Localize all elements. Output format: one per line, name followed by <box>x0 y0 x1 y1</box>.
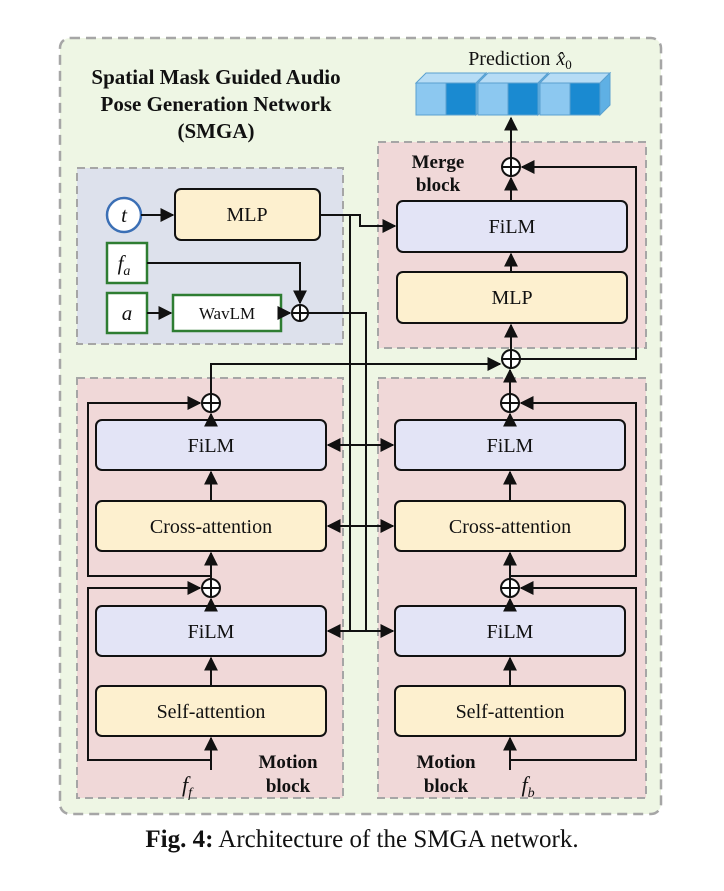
left-film-bottom-label: FiLM <box>188 621 235 643</box>
figure-caption: Fig. 4: Architecture of the SMGA network… <box>0 826 724 854</box>
prediction-output-cubes <box>414 71 612 117</box>
left-self-attention-label: Self-attention <box>157 701 266 723</box>
condition-arrows <box>141 208 307 320</box>
left-film-top-label: FiLM <box>188 435 235 457</box>
right-add-node-bottom <box>500 578 520 598</box>
right-film-top-label: FiLM <box>487 435 534 457</box>
merge-add-node-bottom <box>501 349 521 369</box>
wavlm-label: WavLM <box>199 304 255 323</box>
left-input-ff-label: ff <box>182 772 194 801</box>
audio-a-input-label: a <box>122 301 133 325</box>
timestep-t-label: t <box>121 203 128 227</box>
merge-mlp-label: MLP <box>491 287 532 309</box>
left-add-node-bottom <box>201 578 221 598</box>
right-cross-attention-label: Cross-attention <box>449 516 571 538</box>
left-add-node-top <box>201 393 221 413</box>
condition-add-node <box>291 304 309 322</box>
right-motion-block-label-line2: block <box>424 776 469 797</box>
connection-arrows <box>87 116 637 770</box>
left-cross-attention-label: Cross-attention <box>150 516 272 538</box>
right-motion-block-label-line1: Motion <box>416 752 476 773</box>
fa-input-label: fa <box>118 251 131 279</box>
right-film-bottom-label: FiLM <box>487 621 534 643</box>
left-motion-block-label-line2: block <box>266 776 311 797</box>
right-self-attention-label: Self-attention <box>456 701 565 723</box>
figure-caption-text: Architecture of the SMGA network. <box>213 826 579 853</box>
left-motion-block-label-line1: Motion <box>258 752 318 773</box>
wavlm-box <box>171 293 283 333</box>
merge-block-label-line2: block <box>416 175 461 196</box>
merge-add-node-top <box>501 157 521 177</box>
figure-caption-prefix: Fig. 4: <box>145 826 214 853</box>
merge-film-label: FiLM <box>489 216 536 238</box>
right-input-fb-label: fb <box>521 772 534 801</box>
condition-mlp-label: MLP <box>226 204 267 226</box>
merge-block-label-line1: Merge <box>412 152 465 173</box>
network-title-line2: Pose Generation Network <box>101 92 332 116</box>
network-title-line1: Spatial Mask Guided Audio <box>91 65 340 89</box>
network-title-line3: (SMGA) <box>178 119 255 143</box>
right-add-node-top <box>500 393 520 413</box>
